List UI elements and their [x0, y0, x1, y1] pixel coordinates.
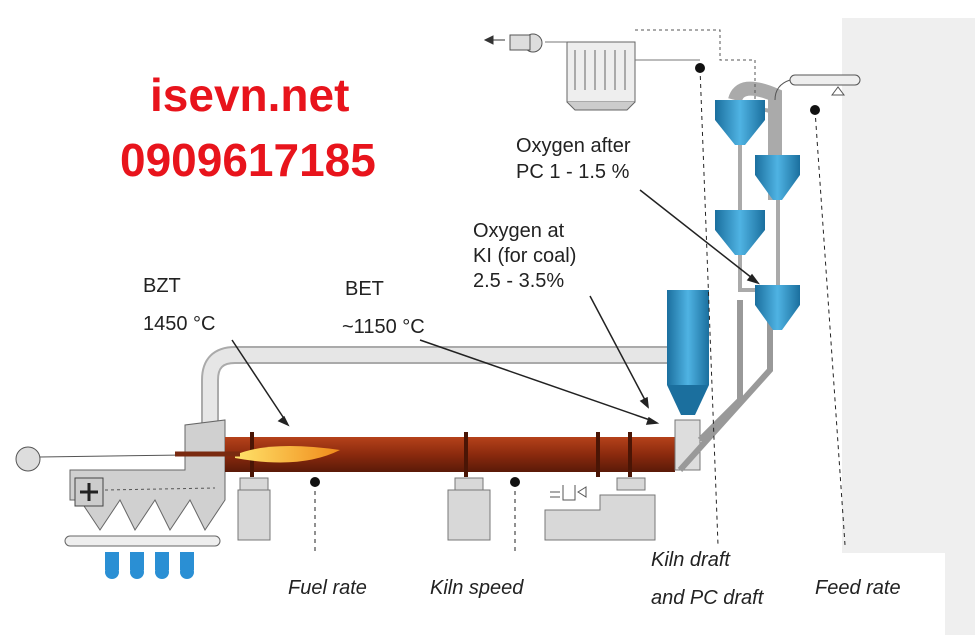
tertiary-air-duct: [201, 346, 670, 440]
conveyor-support: [831, 86, 845, 96]
exhaust-duct: [545, 41, 700, 61]
kiln-drive-icon: [550, 485, 587, 501]
id-fan-housing: [509, 34, 531, 51]
bzt-temperature: 1450 °C: [143, 313, 216, 335]
oxygen-pc-label: Oxygen after: [516, 135, 631, 157]
feed-conveyor: [789, 74, 861, 86]
tertiary-air-duct-inner: [203, 348, 670, 440]
annotation-arrows: [231, 189, 760, 427]
fuel-rate-label: Fuel rate: [288, 577, 367, 599]
exhaust-arrow-icon: [483, 35, 505, 45]
measurement-lines: [314, 67, 846, 555]
flame: [235, 446, 340, 463]
oxygen-pc-value: PC 1 - 1.5 %: [516, 161, 630, 183]
bag-filter: [566, 41, 636, 111]
kiln-speed-label: Kiln speed: [430, 577, 524, 599]
calciner: [667, 290, 709, 385]
kiln-draft-label: Kiln draft: [651, 549, 730, 571]
oxygen-ki-label-2: KI (for coal): [473, 245, 577, 267]
kiln-piers: [237, 477, 656, 541]
watermark-phone: 0909617185: [120, 134, 376, 186]
background-panel: [842, 18, 975, 553]
bet-temperature: ~1150 °C: [342, 316, 425, 338]
feed-chute: [774, 79, 791, 101]
preheater-cyclones: [715, 100, 800, 330]
calciner-cone: [667, 385, 709, 415]
riser-ducts: [677, 81, 782, 473]
background-panel-lower: [945, 553, 975, 635]
gas-duct-dashed: [635, 29, 756, 100]
cooler-fan-icon: [15, 446, 41, 472]
pc-draft-label: and PC draft: [651, 587, 764, 609]
cooler-fan-duct: [39, 454, 186, 458]
measurement-points: [310, 63, 820, 487]
bet-label: BET: [345, 278, 384, 300]
cyclone-connections: [738, 108, 782, 292]
cooler-fans: [105, 552, 194, 579]
clinker-cooler: [64, 419, 226, 547]
oxygen-ki-value: 2.5 - 3.5%: [473, 270, 565, 292]
bzt-label: BZT: [143, 275, 181, 297]
watermark-site: isevn.net: [150, 69, 350, 121]
oxygen-ki-label-1: Oxygen at: [473, 220, 565, 242]
kiln-tyres: [250, 432, 632, 477]
feed-rate-label: Feed rate: [815, 577, 901, 599]
